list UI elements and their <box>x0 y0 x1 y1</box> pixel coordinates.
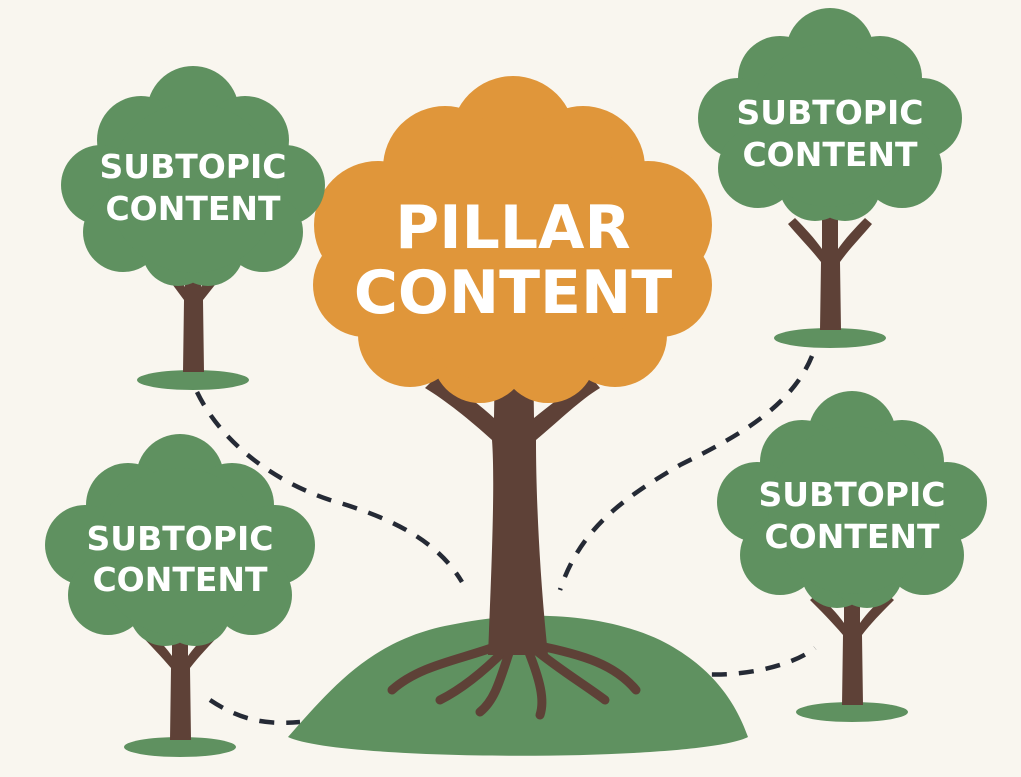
subtopic-canopy <box>698 8 962 221</box>
connector-top-left <box>194 391 464 584</box>
subtopic-canopy <box>45 434 315 646</box>
subtopic-tree-top-right: SUBTOPIC CONTENT <box>698 8 962 348</box>
subtopic-tree-top-left: SUBTOPIC CONTENT <box>61 66 325 390</box>
subtopic-canopy <box>717 391 987 608</box>
subtopic-trunk <box>138 620 222 740</box>
connector-top-right <box>557 355 815 591</box>
subtopic-tree-bottom-left: SUBTOPIC CONTENT <box>45 434 315 757</box>
subtopic-label-line1: SUBTOPIC <box>759 475 946 514</box>
subtopic-label-line2: CONTENT <box>742 135 918 174</box>
subtopic-tree-bottom-right: SUBTOPIC CONTENT <box>717 391 987 722</box>
subtopic-label-line1: SUBTOPIC <box>87 519 274 558</box>
connectors <box>194 355 817 726</box>
subtopic-trunk <box>788 210 872 330</box>
pillar-roots <box>387 640 641 720</box>
subtopic-ground <box>774 328 886 348</box>
pillar-label-line2: CONTENT <box>354 258 672 328</box>
subtopic-label-line2: CONTENT <box>764 517 940 556</box>
subtopic-ground <box>796 702 908 722</box>
connector-bottom-left <box>208 698 301 726</box>
subtopic-label-line1: SUBTOPIC <box>100 147 287 186</box>
subtopic-label-line2: CONTENT <box>105 189 281 228</box>
subtopic-ground <box>124 737 236 757</box>
pillar-tree: PILLAR CONTENT <box>288 76 748 756</box>
subtopic-trunk <box>810 590 894 705</box>
subtopic-label-line2: CONTENT <box>92 560 268 599</box>
pillar-hill <box>288 615 748 756</box>
pillar-label-line1: PILLAR <box>395 193 630 263</box>
pillar-trunk <box>425 350 600 655</box>
subtopic-label-line1: SUBTOPIC <box>737 93 924 132</box>
subtopic-canopy <box>61 66 325 286</box>
pillar-canopy <box>313 76 712 403</box>
subtopic-ground <box>137 370 249 390</box>
